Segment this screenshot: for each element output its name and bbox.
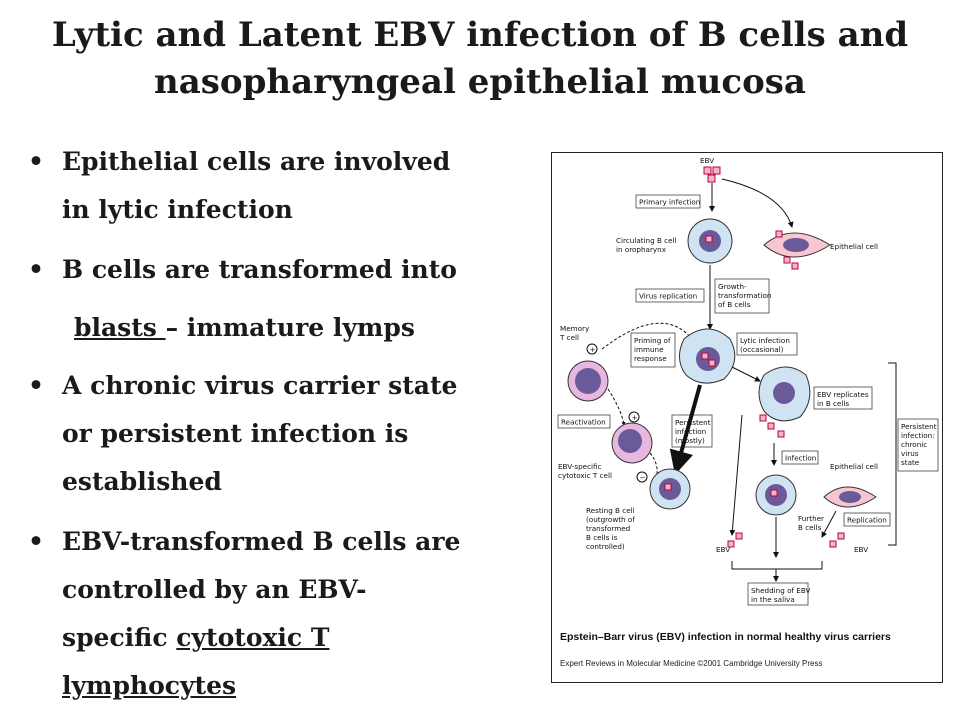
persistent-chronic-box [897,418,939,472]
ebv-left-label: EBV [716,545,730,554]
priming-label-3: response [634,354,667,363]
bullet-marker: • [28,255,44,284]
figure-credit: Expert Reviews in Molecular Medicine ©20… [560,659,822,668]
minus-sign-ctl [636,471,648,483]
cytotoxic-term: cytotoxic T [176,623,330,652]
further-label-2: B cells [798,523,822,532]
persistent-mostly-1: Persistent [675,418,711,427]
infection-box [781,450,819,465]
plus-sign-ctl [628,411,640,423]
bullet-2-line-1: B cells are transformed into [62,255,457,284]
bullet-4-line-1: EBV-transformed B cells are [62,527,461,556]
plus-sign-memory [586,343,598,355]
bullet-4-line-2: controlled by an EBV- [62,575,367,604]
arrow-right-ebv [821,510,837,538]
priming-label-1: Priming of [634,336,671,345]
plus-memory: + [590,345,596,354]
resting-label-3: transformed [586,524,630,533]
priming-box [630,332,676,368]
bold-arrow-to-resting [669,384,702,475]
persistent-mostly-3: (mostly) [675,436,705,445]
blasts-term: blasts [74,313,166,342]
virus-replication-box [635,288,705,303]
reactivation-label: Reactivation [561,418,606,427]
bullet-4-line-3a: specific [62,623,177,652]
growth-transformation-box [714,278,770,314]
persistent-chronic-1: Persistent [901,422,937,431]
resting-label-2: (outgrowth of [586,515,635,524]
plus-ctl: + [632,413,638,422]
ebv-replicates-label-1: EBV replicates [817,390,869,399]
arrow-to-lytic-cell [731,366,761,382]
bullet-3-line-3: established [62,467,222,496]
bullet-marker: • [28,147,44,176]
lytic-infection-box [736,332,798,356]
memory-t-label-2: T cell [559,333,579,342]
shedding-label-2: in the saliva [751,595,795,604]
bullet-3-line-1: A chronic virus carrier state [62,371,458,400]
persistent-bracket [888,362,897,546]
epithelial-cell-label: Epithelial cell [830,242,878,251]
resting-label-4: B cells is [586,533,618,542]
resting-label-5: controlled) [586,542,625,551]
persistent-chronic-4: virus [901,449,919,458]
bullet-marker: • [28,527,44,556]
title-line-1: Lytic and Latent EBV infection of B cell… [51,15,909,55]
ctl-label-1: EBV-specific [558,462,602,471]
bullet-marker: • [28,371,44,400]
minus-ctl: − [640,473,646,482]
ebv-top-label: EBV [700,156,714,165]
ebv-infection-figure: EBV Primary infection Circulating B cell… [551,152,943,683]
ebv-replicates-box [813,386,873,410]
arrow-ebv-to-epithelial [721,178,794,228]
dashed-priming-arrow [601,322,693,350]
growth-label-3: of B cells [718,300,751,309]
reactivation-box [557,414,611,429]
primary-infection-box [635,194,701,209]
primary-infection-label: Primary infection [639,198,700,207]
ctl-label-2: cytotoxic T cell [558,471,612,480]
lymphocytes-term: lymphocytes [62,671,237,700]
shedding-label-1: Shedding of EBV [751,586,811,595]
memory-t-label-1: Memory [560,324,590,333]
epithelial-cell-label-2: Epithelial cell [830,462,878,471]
bullet-2-line-2: – immature lymps [165,313,415,342]
ebv-diagram: EBV Primary infection Circulating B cell… [557,156,939,668]
ebv-virions-bottom [727,532,845,548]
ebv-right-label: EBV [854,545,868,554]
arrow-left-ebv [729,414,743,536]
priming-label-2: immune [634,345,664,354]
virus-replication-label: Virus replication [639,292,697,301]
persistent-chronic-5: state [901,458,920,467]
further-label-1: Further [798,514,824,523]
slide-title: Lytic and Latent EBV infection of B cell… [20,12,940,106]
lytic-label-2: (occasional) [740,345,784,354]
persistent-mostly-2: infection [675,427,706,436]
dashed-reactivation-arrow [607,388,626,426]
circulating-b-label-2: in oropharynx [616,245,667,254]
figure-caption: Epstein–Barr virus (EBV) infection in no… [560,631,891,643]
growth-label-2: transformation [718,291,771,300]
ebv-replicates-label-2: in B cells [817,399,849,408]
title-line-2: nasopharyngeal epithelial mucosa [154,62,806,102]
bullet-1-line-1: Epithelial cells are involved [62,147,451,176]
lytic-label-1: Lytic infection [740,336,790,345]
persistent-chronic-2: infection: [901,431,935,440]
resting-label-1: Resting B cell [586,506,635,515]
growth-label-1: Growth- [718,282,747,291]
replication-label: Replication [847,516,887,525]
shedding-bracket [731,561,823,570]
replication-box [843,512,891,527]
infection-label: Infection [785,454,816,463]
circulating-b-label-1: Circulating B cell [616,236,677,245]
bullet-3-line-2: or persistent infection is [62,419,409,448]
ebv-virions-top [703,166,721,183]
persistent-chronic-3: chronic [901,440,927,449]
bullet-1-line-2: in lytic infection [62,195,293,224]
shedding-box [747,582,809,606]
